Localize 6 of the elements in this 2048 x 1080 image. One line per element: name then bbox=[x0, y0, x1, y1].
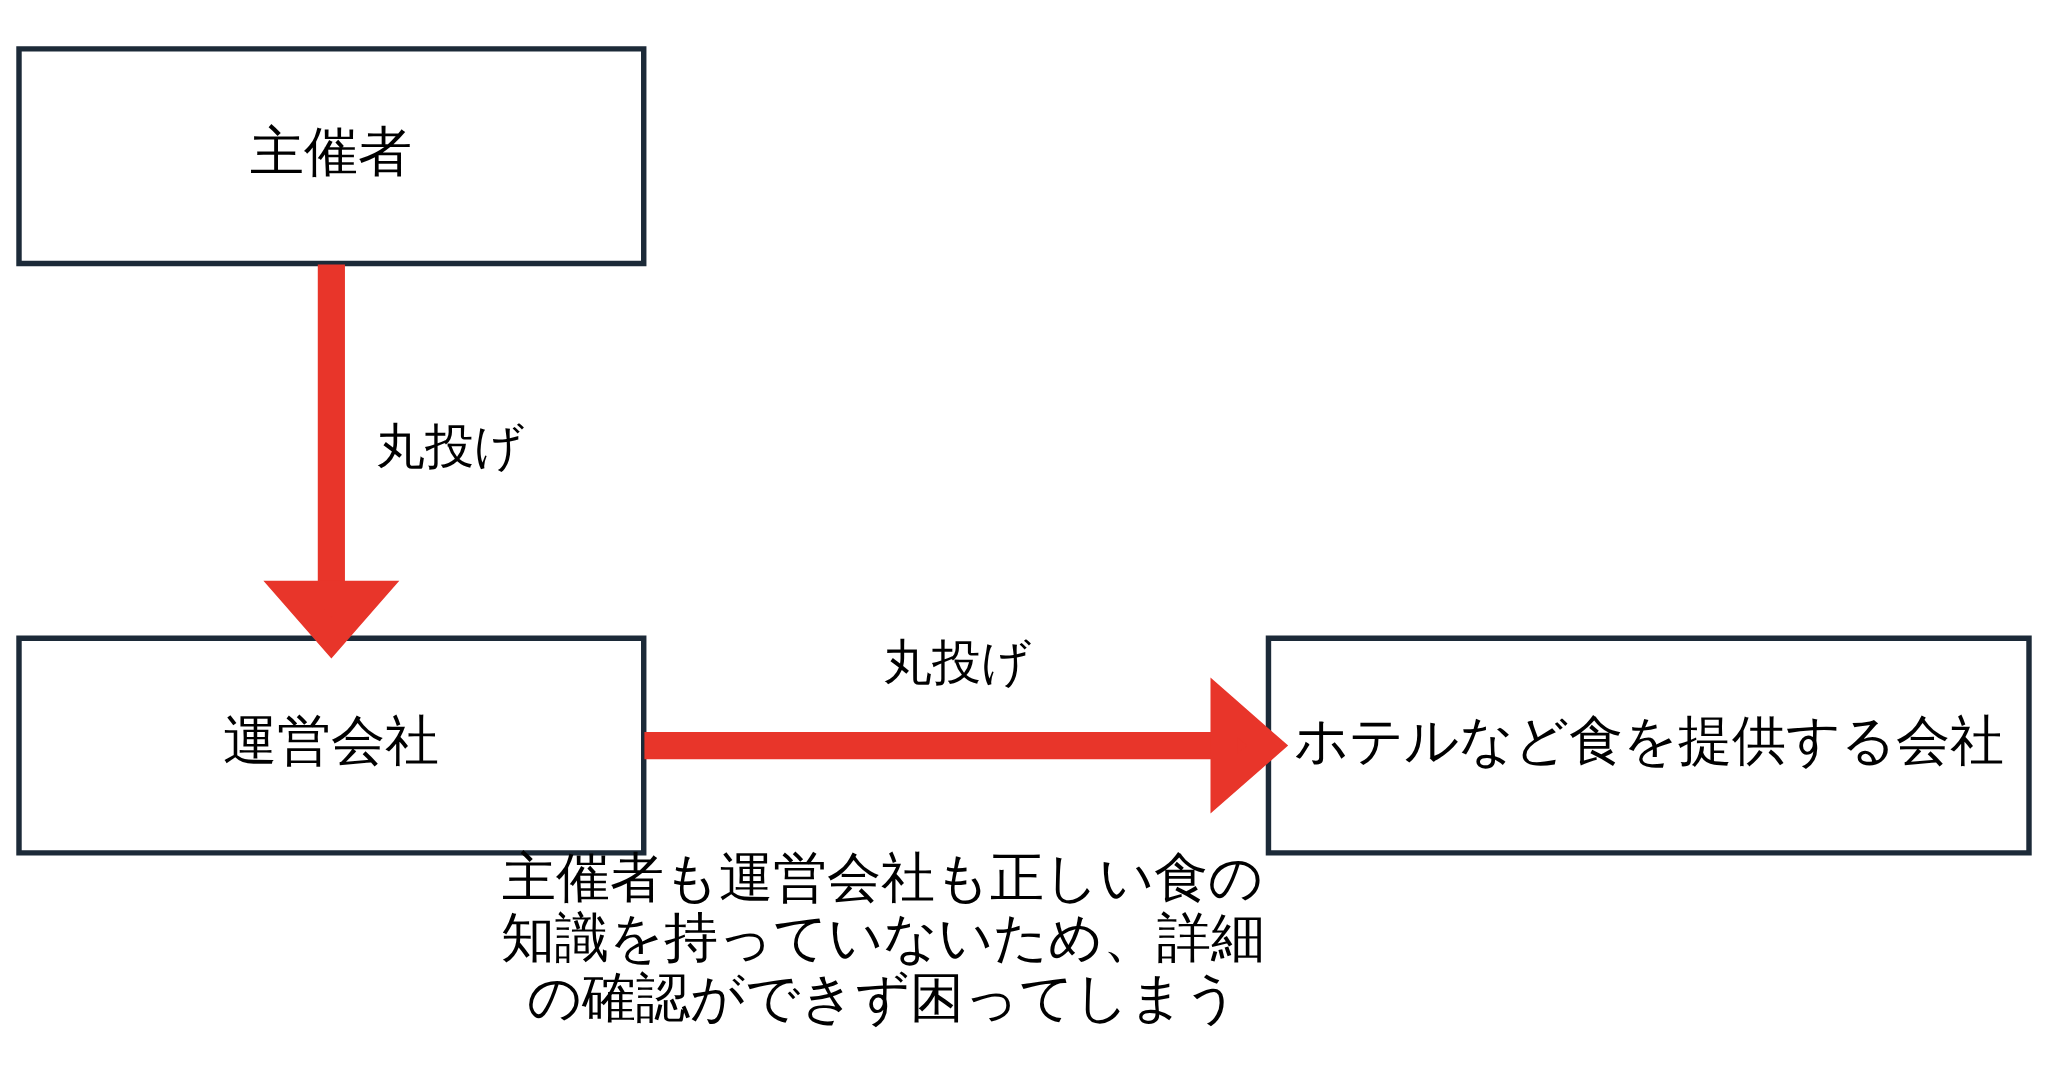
arrow bbox=[644, 677, 1289, 814]
edge-label: 丸投げ bbox=[376, 417, 525, 475]
node-box: 主催者 bbox=[16, 45, 647, 266]
arrow bbox=[263, 264, 400, 658]
edge-label: 丸投げ bbox=[882, 633, 1031, 691]
node-box: ホテルなど食を提供する会社 bbox=[1265, 635, 2032, 856]
